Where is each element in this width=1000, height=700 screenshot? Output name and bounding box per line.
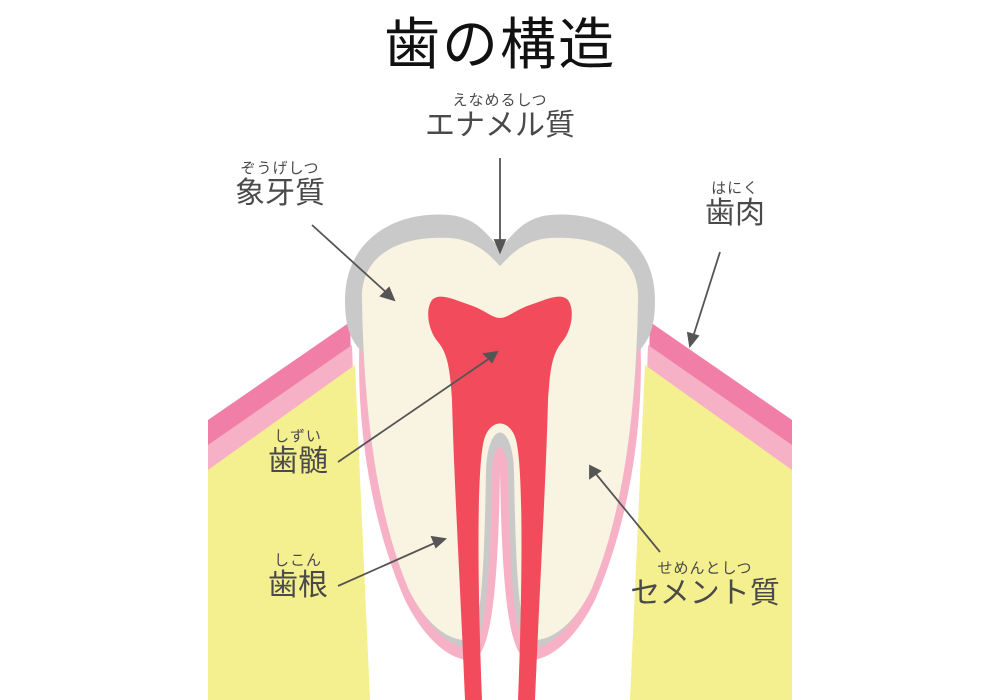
- arrows: [311, 158, 721, 587]
- root-ruby: しこん: [273, 551, 322, 569]
- dentin-arrowhead: [379, 286, 396, 302]
- pulp-ruby: しずい: [274, 427, 322, 445]
- dentin-layer: [361, 237, 639, 640]
- root-arrowhead: [430, 535, 448, 549]
- dentin-term: 象牙質: [235, 175, 325, 211]
- cementum-arrow: [595, 473, 661, 553]
- pulp-term: 歯髄: [268, 443, 328, 479]
- enamel-ruby: えなめるしつ: [452, 91, 548, 109]
- bone-left: [208, 365, 370, 700]
- cementum-arrowhead: [589, 464, 602, 480]
- label-root: しこん 歯根: [248, 552, 348, 603]
- dentin-arrow: [311, 224, 389, 295]
- gum-ruby: はにく: [711, 179, 759, 197]
- label-enamel: えなめるしつ エナメル質: [400, 92, 600, 143]
- page-title: 歯の構造: [384, 13, 616, 78]
- label-pulp: しずい 歯髄: [248, 428, 348, 479]
- enamel-term: エナメル質: [425, 107, 575, 143]
- label-dentin: ぞうげしつ 象牙質: [215, 160, 345, 211]
- gum-arrow: [692, 251, 721, 338]
- pulp-arrowhead: [482, 350, 499, 364]
- cementum-term: セメント質: [630, 575, 780, 611]
- dentin-ruby: ぞうげしつ: [240, 159, 320, 177]
- root-term: 歯根: [268, 567, 328, 603]
- label-gum: はにく 歯肉: [680, 180, 790, 231]
- gum-term: 歯肉: [705, 195, 765, 231]
- gum-arrowhead: [686, 331, 700, 349]
- pulp-arrow: [337, 357, 491, 463]
- root-arrow: [337, 541, 438, 587]
- bone-right: [630, 365, 792, 700]
- enamel-arrowhead: [493, 239, 507, 255]
- cementum-ruby: せめんとしつ: [657, 559, 753, 577]
- label-cementum: せめんとしつ セメント質: [605, 560, 805, 611]
- pulp-chamber: [428, 296, 572, 700]
